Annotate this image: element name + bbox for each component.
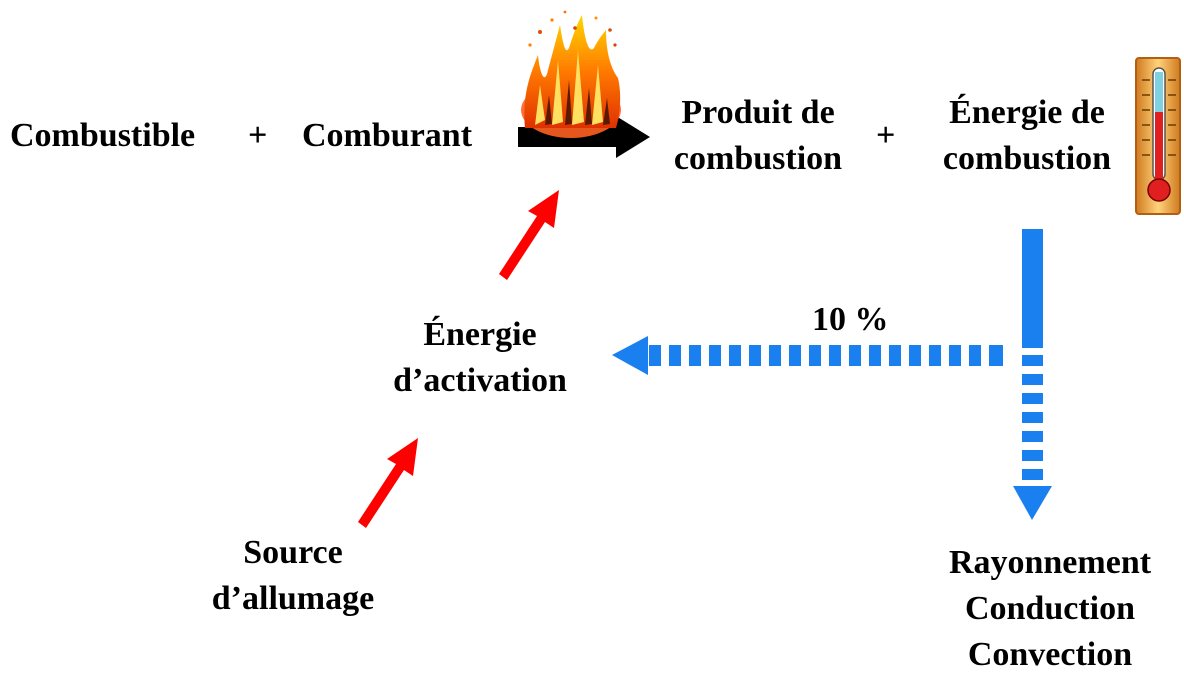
product-line-1: Produit de xyxy=(681,94,835,131)
heat-transfer-radiation: Rayonnement xyxy=(948,544,1152,581)
combustion-product-label: Produit de combustion xyxy=(652,90,864,182)
thermometer-icon xyxy=(1135,57,1181,215)
plus-sign: + xyxy=(248,117,268,154)
heat-transfer-modes: Rayonnement Conduction Convection xyxy=(918,540,1182,677)
feedback-dashed-arrow xyxy=(612,336,1003,375)
oxidizer-label: Comburant xyxy=(302,117,473,154)
fire-icon xyxy=(521,10,621,138)
combustion-energy-label: Énergie de combustion xyxy=(922,90,1132,182)
energy-output-line xyxy=(1022,229,1043,348)
activation-line-2: d’activation xyxy=(393,362,567,399)
fuel-label: Combustible xyxy=(10,117,196,154)
ignition-to-activation-arrow xyxy=(358,438,418,528)
ignition-source-label: Source d’allumage xyxy=(178,530,408,622)
heat-transfer-convection: Convection xyxy=(967,636,1133,673)
activation-energy-label: Énergie d’activation xyxy=(360,312,600,404)
plus-sign: + xyxy=(876,117,896,154)
feedback-percent-label: 10 % xyxy=(812,301,889,338)
heat-loss-dashed-arrow xyxy=(1013,355,1052,520)
activation-line-1: Énergie xyxy=(423,316,537,353)
activation-to-reaction-arrow xyxy=(499,190,559,280)
ignition-line-1: Source xyxy=(243,534,343,571)
ignition-line-2: d’allumage xyxy=(211,580,375,617)
energy-line-2: combustion xyxy=(942,140,1112,177)
energy-line-1: Énergie de xyxy=(949,94,1105,131)
heat-transfer-conduction: Conduction xyxy=(964,590,1136,627)
product-line-2: combustion xyxy=(673,140,843,177)
